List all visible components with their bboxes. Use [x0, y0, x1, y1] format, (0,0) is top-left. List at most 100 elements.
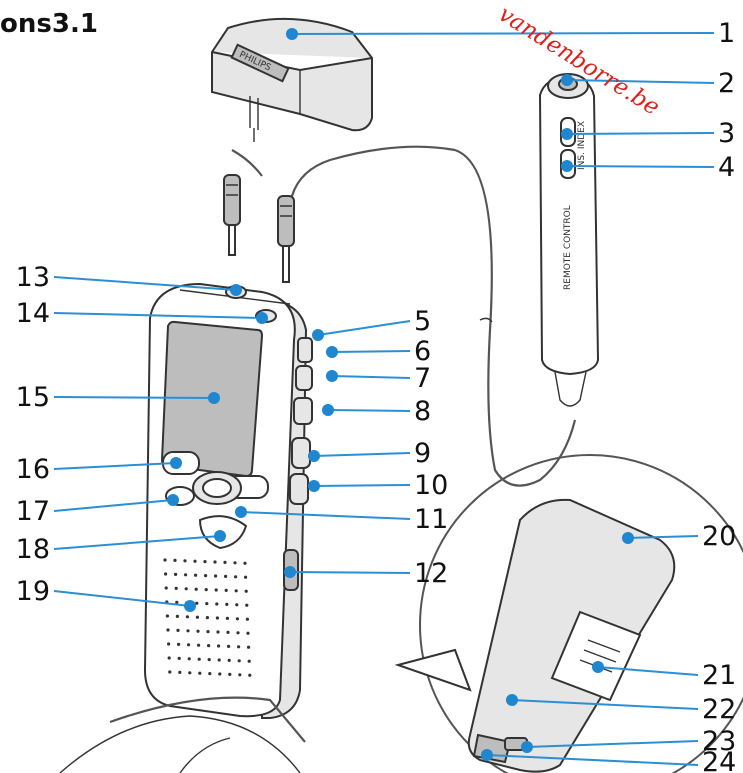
callout-1: 1: [286, 18, 735, 49]
callout-number: 20: [702, 521, 736, 552]
callout-7: 7: [326, 363, 431, 394]
callout-dot: [230, 284, 242, 296]
callout-2: 2: [561, 68, 735, 99]
base-outline: [59, 715, 301, 773]
callout-number: 5: [414, 306, 431, 337]
callout-dot: [284, 566, 296, 578]
callout-20: 20: [622, 521, 736, 552]
callout-number: 3: [718, 118, 735, 149]
leader-line: [53, 535, 221, 550]
callout-number: 18: [16, 534, 50, 565]
callout-16: 16: [16, 454, 182, 485]
remote-body-label: REMOTE CONTROL: [563, 205, 573, 290]
callout-dot: [167, 494, 179, 506]
leader-line: [53, 499, 174, 512]
callout-dot: [286, 28, 298, 40]
leader-line: [53, 462, 177, 470]
callout-number: 2: [718, 68, 735, 99]
leader-line: [53, 590, 191, 607]
callout-24: 24: [481, 747, 736, 773]
callout-number: 11: [414, 504, 448, 535]
callout-4: 4: [561, 152, 735, 183]
leader-line: [566, 132, 715, 135]
callout-number: 1: [718, 18, 735, 49]
callout-13: 13: [16, 262, 242, 296]
callout-8: 8: [322, 396, 431, 427]
callout-dot: [326, 370, 338, 382]
remote-cable: [454, 148, 577, 487]
callout-number: 21: [702, 660, 736, 691]
callout-dot: [170, 457, 182, 469]
callout-dot: [561, 128, 573, 140]
callout-22: 22: [506, 694, 736, 725]
leader-line: [331, 350, 411, 353]
leader-line: [53, 396, 215, 399]
callout-dot: [322, 404, 334, 416]
connector-plugs: [223, 145, 456, 283]
callout-11: 11: [235, 504, 448, 535]
callout-dot: [622, 532, 634, 544]
callout-dot: [481, 749, 493, 761]
callout-dot: [592, 661, 604, 673]
callout-dot: [506, 694, 518, 706]
callout-dot: [235, 506, 247, 518]
back-view-inset: [394, 454, 743, 773]
leader-line: [511, 699, 699, 710]
leader-line: [597, 666, 699, 676]
leader-line: [313, 452, 411, 457]
leader-line: [327, 409, 411, 412]
callout-18: 18: [16, 530, 226, 565]
callout-19: 19: [16, 576, 196, 612]
callout-10: 10: [308, 470, 448, 501]
callout-number: 12: [414, 558, 448, 589]
callout-3: 3: [561, 118, 735, 149]
cable-break-mark: [479, 317, 493, 323]
callout-number: 6: [414, 336, 431, 367]
callout-number: 7: [414, 363, 431, 394]
leader-line: [313, 484, 411, 487]
leader-line: [627, 535, 699, 539]
bottom-cable: [109, 696, 306, 743]
callout-number: 13: [16, 262, 50, 293]
callout-23: 23: [521, 726, 736, 757]
callout-dot: [208, 392, 220, 404]
leader-line: [240, 511, 411, 520]
leader-line: [566, 165, 715, 168]
callout-number: 10: [414, 470, 448, 501]
callout-number: 4: [718, 152, 735, 183]
callout-dot: [308, 450, 320, 462]
remote-button-label: INS. INDEX: [577, 121, 587, 170]
leader-line: [566, 79, 715, 84]
callout-number: 24: [702, 747, 736, 773]
callout-number: 19: [16, 576, 50, 607]
callout-dot: [521, 741, 533, 753]
callout-number: 15: [16, 382, 50, 413]
callout-5: 5: [312, 306, 431, 341]
remote-control-illustration: INS. INDEX REMOTE CONTROL: [538, 73, 600, 407]
leader-line: [53, 276, 237, 291]
callout-dot: [561, 74, 573, 86]
callout-number: 23: [702, 726, 736, 757]
callout-14: 14: [16, 298, 268, 329]
docking-station-illustration: PHILIPS: [211, 17, 373, 142]
callout-dot: [184, 600, 196, 612]
leader-line: [526, 740, 699, 748]
callout-number: 14: [16, 298, 50, 329]
callout-dot: [561, 160, 573, 172]
callout-17: 17: [16, 494, 179, 527]
leader-line: [53, 312, 263, 319]
callout-number: 8: [414, 396, 431, 427]
recorder-illustration: [143, 282, 313, 719]
callout-number: 22: [702, 694, 736, 725]
leader-line: [289, 571, 411, 574]
callout-dot: [214, 530, 226, 542]
callout-dot: [312, 329, 324, 341]
callout-9: 9: [308, 438, 431, 469]
leader-line: [317, 320, 411, 336]
callout-number: 9: [414, 438, 431, 469]
leader-line: [486, 754, 699, 766]
callout-12: 12: [284, 558, 448, 589]
callout-15: 15: [16, 382, 220, 413]
